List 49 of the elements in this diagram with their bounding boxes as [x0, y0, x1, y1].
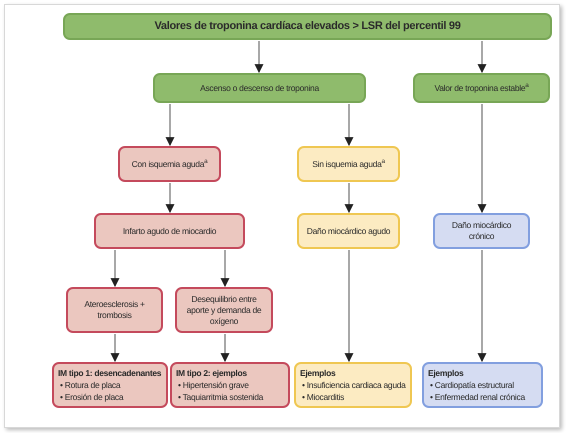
list-item: • Cardiopatía estructural — [429, 379, 514, 391]
process-box — [297, 213, 400, 249]
process-box — [297, 146, 400, 182]
box-label: Desequilibrio entre aporte y demanda de oxígeno — [186, 294, 262, 326]
box-label: Valor de troponina estable$^{a}$ — [434, 82, 529, 94]
box-label: Infarto agudo de miocardio — [122, 226, 216, 236]
box-label: Con isquemia aguda$^{a}$ — [132, 158, 208, 170]
arrow — [220, 250, 230, 288]
arrow — [166, 104, 174, 146]
process-box — [433, 213, 530, 249]
list-item: • Enfermedad renal crónica — [429, 391, 525, 403]
arrow — [478, 41, 486, 74]
process-box — [66, 287, 163, 333]
box-label: Ascenso o descenso de troponina — [200, 82, 319, 94]
arrow — [254, 41, 264, 74]
box-label: Daño miocárdico agudo — [306, 226, 390, 236]
process-box — [413, 73, 550, 103]
list-item: • Taquiarritmia sostenida — [177, 391, 264, 403]
process-box — [118, 146, 221, 182]
list-item: • Hipertensión grave — [177, 379, 249, 391]
list-item: • Rotura de placa — [59, 379, 120, 391]
arrow — [478, 250, 486, 362]
list-item: • Miocarditis — [301, 391, 344, 403]
arrow — [110, 250, 120, 288]
process-box — [294, 362, 412, 408]
process-box — [170, 362, 290, 408]
box-heading: Ejemplos — [428, 367, 464, 379]
box-heading: Ejemplos — [300, 367, 336, 379]
box-label: Valores de troponina cardíaca elevados > LSR del percentil 99 — [154, 21, 461, 32]
box-label: Sin isquemia aguda$^{a}$ — [312, 158, 385, 170]
process-box — [153, 73, 366, 103]
title-box — [63, 13, 552, 40]
arrow — [344, 250, 354, 362]
process-box — [94, 213, 245, 249]
box-heading: IM tipo 2: ejemplos — [176, 367, 247, 379]
box-heading: IM tipo 1: desencadenantes — [58, 367, 162, 379]
arrow — [344, 183, 354, 214]
arrow — [220, 334, 230, 362]
box-label: Ateroesclerosis + trombosis — [83, 299, 146, 321]
process-box — [422, 362, 543, 408]
list-item: • Insuficiencia cardiaca aguda — [301, 379, 406, 391]
process-box — [175, 287, 273, 333]
process-box — [52, 362, 168, 408]
arrow — [344, 104, 354, 146]
arrow — [478, 104, 486, 214]
arrow — [110, 334, 120, 362]
arrow — [166, 183, 174, 214]
list-item: • Erosión de placa — [59, 391, 124, 403]
box-label: Daño miocárdico crónico — [450, 220, 512, 242]
